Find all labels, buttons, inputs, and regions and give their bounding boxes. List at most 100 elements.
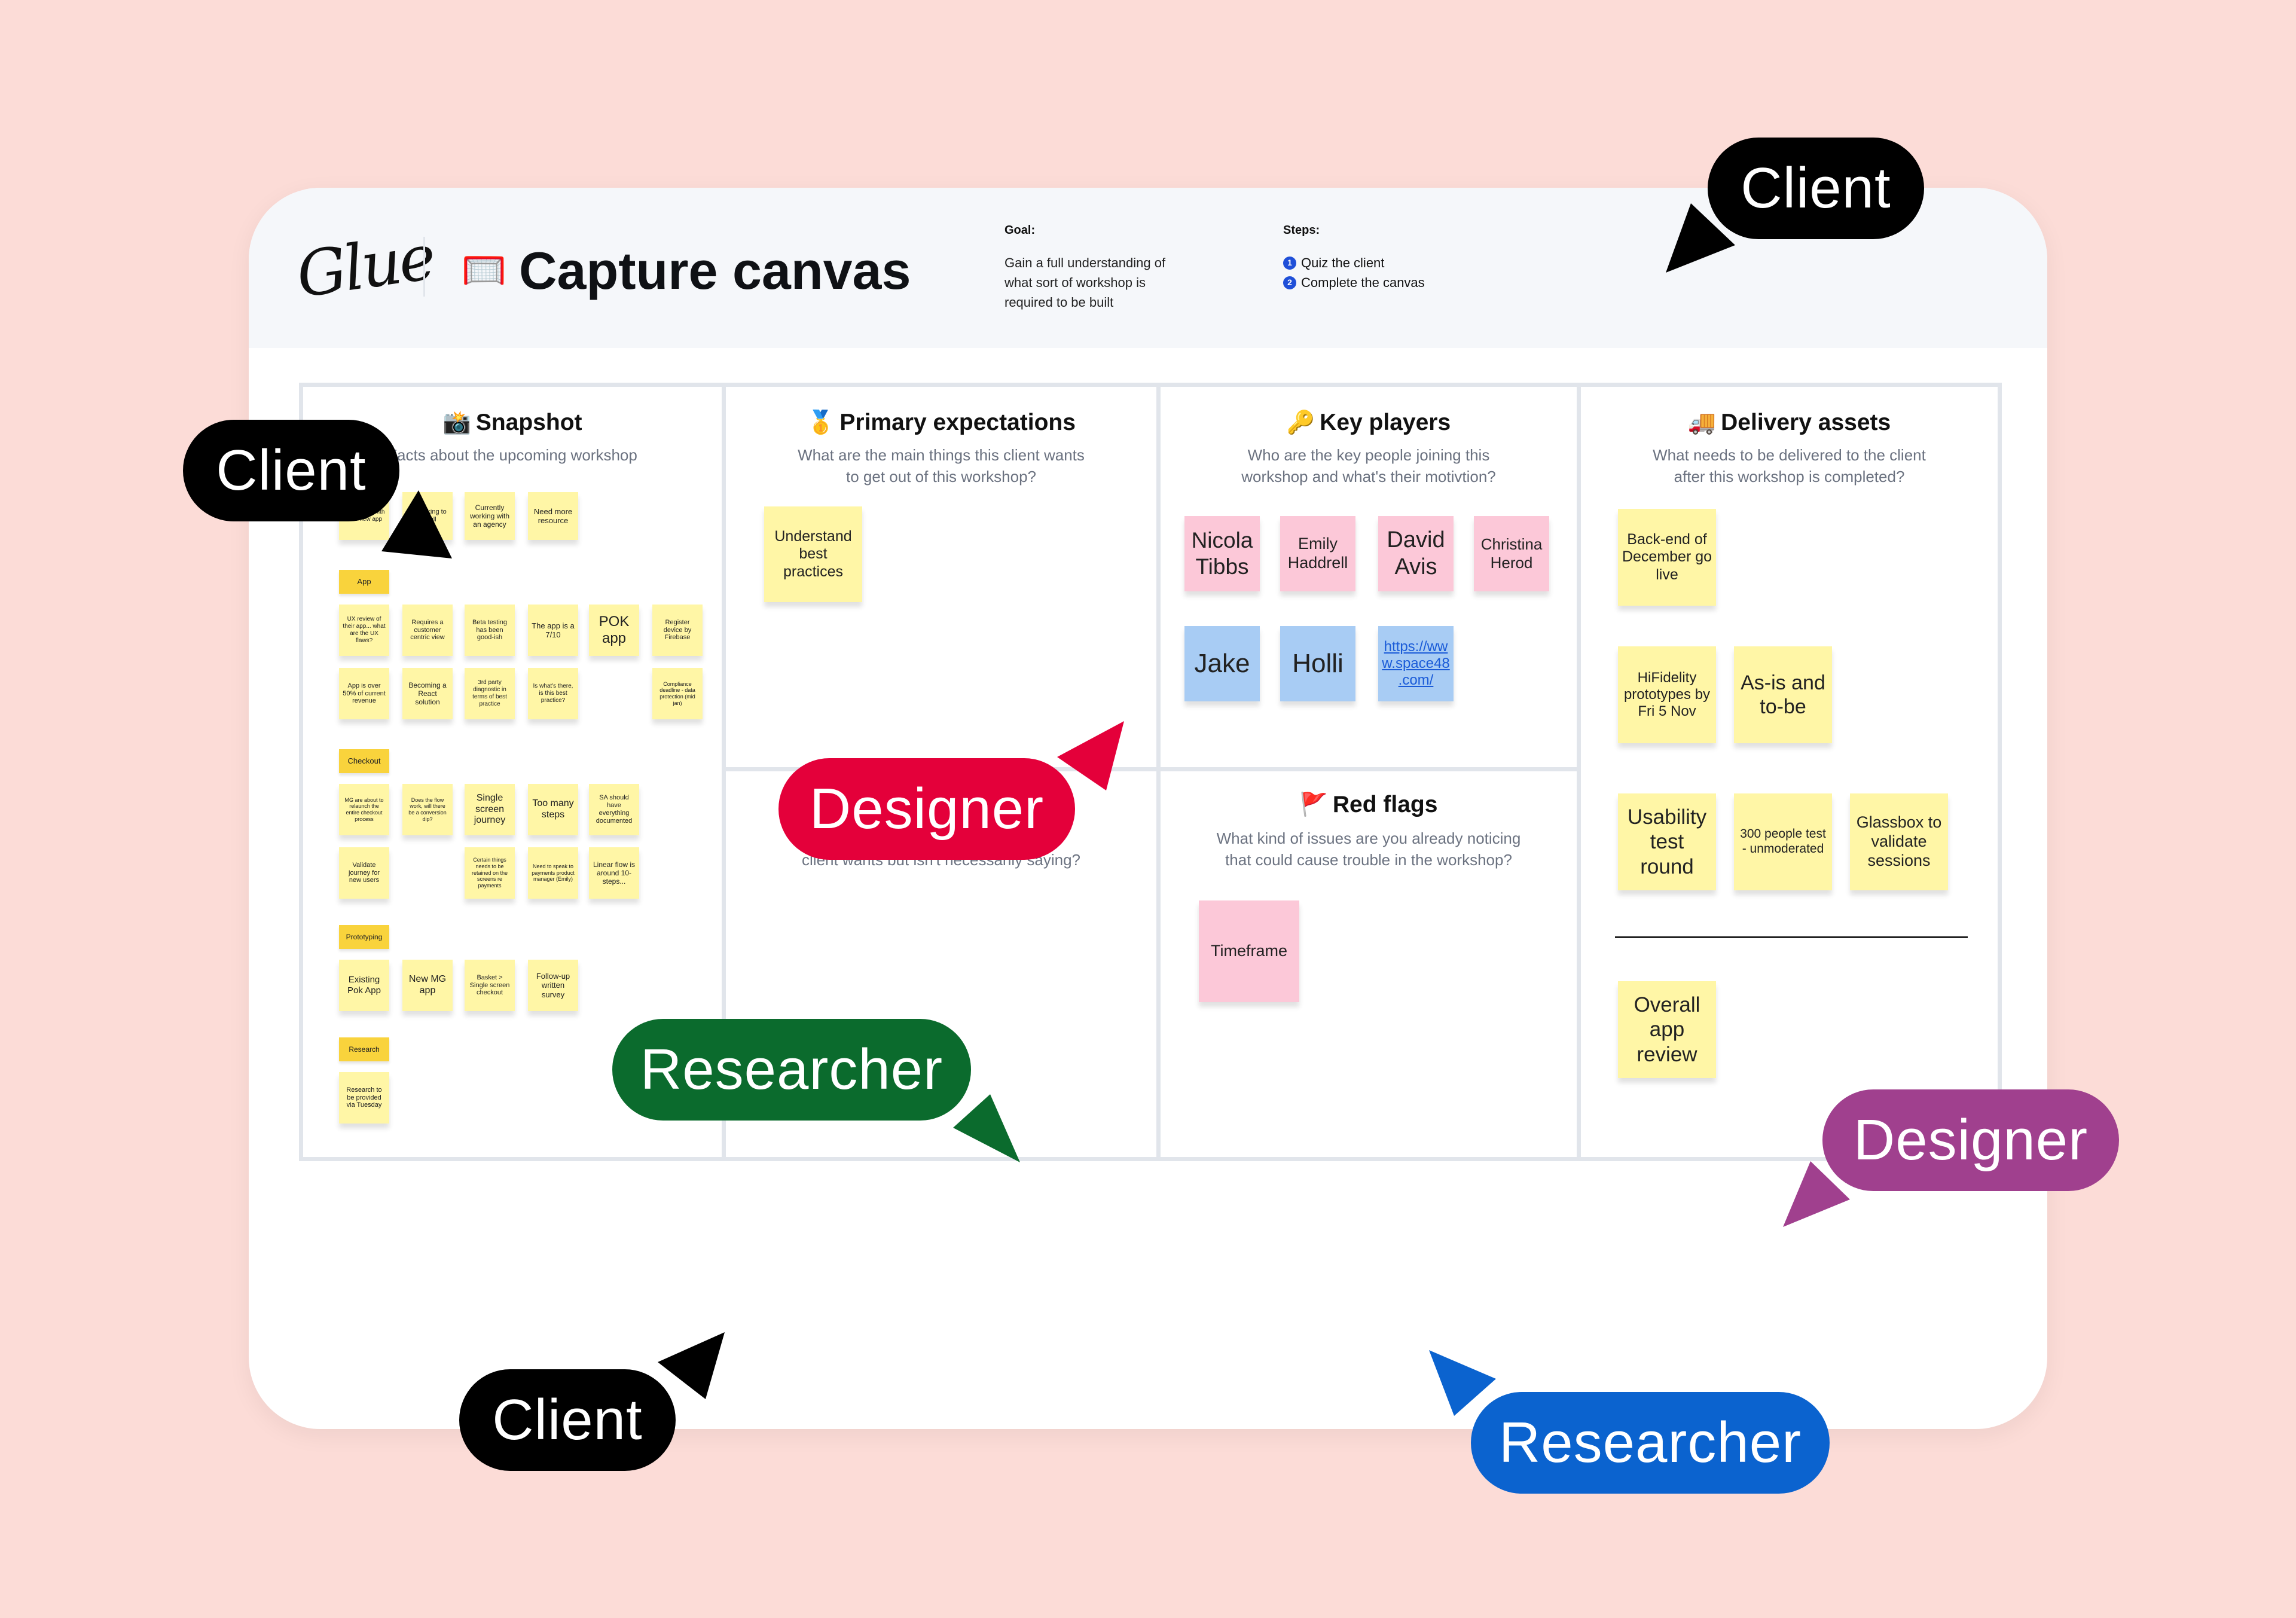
sticky-note[interactable]: Compliance deadline - data protection (m… <box>652 668 703 719</box>
sticky-note[interactable]: Certain things needs to be retained on t… <box>465 847 515 899</box>
step-label: Complete the canvas <box>1301 275 1425 290</box>
key-players-title: 🔑Key players <box>1286 410 1451 435</box>
truck-icon: 🚚 <box>1687 410 1717 435</box>
sticky-note[interactable]: Basket > Single screen checkout <box>465 960 515 1011</box>
step-number-badge: 1 <box>1283 256 1296 270</box>
key-players-subtitle-line: Who are the key people joining this <box>1247 446 1490 464</box>
sticky-note[interactable]: Existing Pok App <box>339 960 389 1011</box>
collaborator-cursor-label: Client <box>183 420 399 521</box>
sticky-note[interactable]: The app is a 7/10 <box>528 605 578 656</box>
glue-logo: Glue <box>292 220 438 312</box>
sticky-note[interactable]: 3rd party diagnostic in terms of best pr… <box>465 668 515 719</box>
page-title[interactable]: Capture canvas <box>519 241 911 300</box>
sticky-note[interactable]: Becoming a React solution <box>402 668 453 719</box>
goal-block: Goal: Gain a full understanding of what … <box>1004 224 1220 312</box>
sticky-note[interactable]: Timeframe <box>1199 900 1299 1002</box>
sticky-note[interactable]: Is what's there, is this best practice? <box>528 668 578 719</box>
person-note[interactable]: David Avis <box>1378 516 1454 591</box>
goal-line: Gain a full understanding of <box>1004 255 1166 270</box>
red-flags-title: 🚩Red flags <box>1299 792 1438 817</box>
sticky-note[interactable]: Validate journey for new users <box>339 847 389 899</box>
camera-icon: 📸 <box>442 410 471 435</box>
sticky-note[interactable]: 300 people test - unmoderated <box>1734 793 1832 890</box>
person-note[interactable]: Holli <box>1280 626 1355 701</box>
sticky-note[interactable]: Requires a customer centric view <box>402 605 453 656</box>
red-flag-icon: 🚩 <box>1299 792 1328 817</box>
sticky-note[interactable]: Glassbox to validate sessions <box>1850 793 1948 890</box>
sticky-note[interactable]: Register device by Firebase <box>652 605 703 656</box>
collaborator-cursor-label: Client <box>1708 138 1924 239</box>
sticky-note[interactable]: Single screen journey <box>465 784 515 835</box>
sticky-note[interactable]: SA should have everything documented <box>589 784 639 835</box>
primary-expectations-section: 🥇Primary expectations What are the main … <box>726 387 1156 767</box>
delivery-assets-section: 🚚Delivery assets What needs to be delive… <box>1581 387 1998 1158</box>
key-players-subtitle-line: workshop and what's their motivtion? <box>1241 468 1496 486</box>
website-link-note[interactable]: https://www.space48.com/ <box>1378 626 1454 701</box>
goal-line: what sort of workshop is <box>1004 275 1146 290</box>
snapshot-title: 📸Snapshot <box>442 410 582 435</box>
sticky-note[interactable]: Back-end of December go live <box>1618 509 1716 606</box>
grid-divider <box>722 387 726 1157</box>
grid-divider <box>726 767 1577 771</box>
steps-block: Steps: 1 Quiz the client 2 Complete the … <box>1283 224 1498 292</box>
sticky-note[interactable]: New MG app <box>402 960 453 1011</box>
collaborator-cursor-label: Designer <box>1822 1089 2119 1191</box>
sticky-note[interactable]: POK app <box>589 605 639 656</box>
step-label: Quiz the client <box>1301 255 1385 270</box>
sticky-note[interactable]: Need to speak to payments product manage… <box>528 847 578 899</box>
delivery-divider-line <box>1615 936 1968 938</box>
sticky-note[interactable]: MG are about to relaunch the entire chec… <box>339 784 389 835</box>
canvas-grid: 📸Snapshot Facts about the upcoming works… <box>299 383 2002 1161</box>
red-flags-subtitle-line: What kind of issues are you already noti… <box>1216 829 1521 847</box>
header-divider <box>423 237 425 297</box>
sticky-note[interactable]: Does the flow work, will there be a conv… <box>402 784 453 835</box>
step-item: 1 Quiz the client <box>1283 253 1498 273</box>
goal-line: required to be built <box>1004 295 1114 310</box>
sticky-note[interactable]: Research to be provided via Tuesday <box>339 1072 389 1124</box>
grid-divider <box>1577 387 1581 1157</box>
collaborator-cursor-label: Client <box>459 1369 676 1471</box>
delivery-assets-subtitle-line: What needs to be delivered to the client <box>1653 446 1926 464</box>
step-item: 2 Complete the canvas <box>1283 273 1498 292</box>
capture-canvas-board: Glue 🥅 Capture canvas Goal: Gain a full … <box>249 188 2047 1429</box>
collaborator-cursor-label: Designer <box>778 758 1075 860</box>
goal-net-icon: 🥅 <box>462 250 506 290</box>
sticky-note[interactable]: As-is and to-be <box>1734 646 1832 743</box>
person-note[interactable]: Emily Haddrell <box>1280 516 1355 591</box>
sticky-note[interactable]: HiFidelity prototypes by Fri 5 Nov <box>1618 646 1716 743</box>
person-note[interactable]: Christina Herod <box>1474 516 1549 591</box>
steps-heading: Steps: <box>1283 224 1320 237</box>
sticky-note[interactable]: App is over 50% of current revenue <box>339 668 389 719</box>
category-tag-prototyping[interactable]: Prototyping <box>339 925 389 949</box>
grid-divider <box>1156 387 1161 1157</box>
sticky-note[interactable]: Understand best practices <box>764 506 862 602</box>
person-note[interactable]: Jake <box>1184 626 1260 701</box>
sticky-note[interactable]: Usability test round <box>1618 793 1716 890</box>
person-note[interactable]: Nicola Tibbs <box>1184 516 1260 591</box>
red-flags-subtitle-line: that could cause trouble in the workshop… <box>1225 851 1512 869</box>
step-number-badge: 2 <box>1283 276 1296 289</box>
sticky-note[interactable]: Beta testing has been good-ish <box>465 605 515 656</box>
delivery-assets-title: 🚚Delivery assets <box>1687 410 1891 435</box>
sticky-note[interactable]: Need more resource <box>528 492 578 540</box>
category-tag-checkout[interactable]: Checkout <box>339 749 389 773</box>
sticky-note[interactable]: Too many steps <box>528 784 578 835</box>
sticky-note[interactable]: Linear flow is around 10-steps... <box>589 847 639 899</box>
sticky-note[interactable]: Overall app review <box>1618 981 1716 1078</box>
red-flags-section: 🚩Red flags What kind of issues are you a… <box>1161 771 1577 1158</box>
sticky-note[interactable]: UX review of their app... what are the U… <box>339 605 389 656</box>
primary-expectations-subtitle-line: What are the main things this client wan… <box>798 446 1085 464</box>
collaborator-cursor-label: Researcher <box>612 1019 971 1121</box>
sticky-note[interactable]: Be looking to do full <box>402 492 453 540</box>
goal-heading: Goal: <box>1004 224 1036 237</box>
collaborator-cursor-label: Researcher <box>1471 1392 1830 1494</box>
delivery-assets-subtitle-line: after this workshop is completed? <box>1674 468 1905 486</box>
category-tag-research[interactable]: Research <box>339 1037 389 1061</box>
sticky-note[interactable]: Follow-up written survey <box>528 960 578 1011</box>
key-players-section: 🔑Key players Who are the key people join… <box>1161 387 1577 767</box>
category-tag-app[interactable]: App <box>339 570 389 594</box>
snapshot-subtitle: Facts about the upcoming workshop <box>387 446 637 464</box>
primary-expectations-subtitle-line: to get out of this workshop? <box>846 468 1036 486</box>
sticky-note[interactable]: Currently working with an agency <box>465 492 515 540</box>
medal-icon: 🥇 <box>807 410 835 435</box>
